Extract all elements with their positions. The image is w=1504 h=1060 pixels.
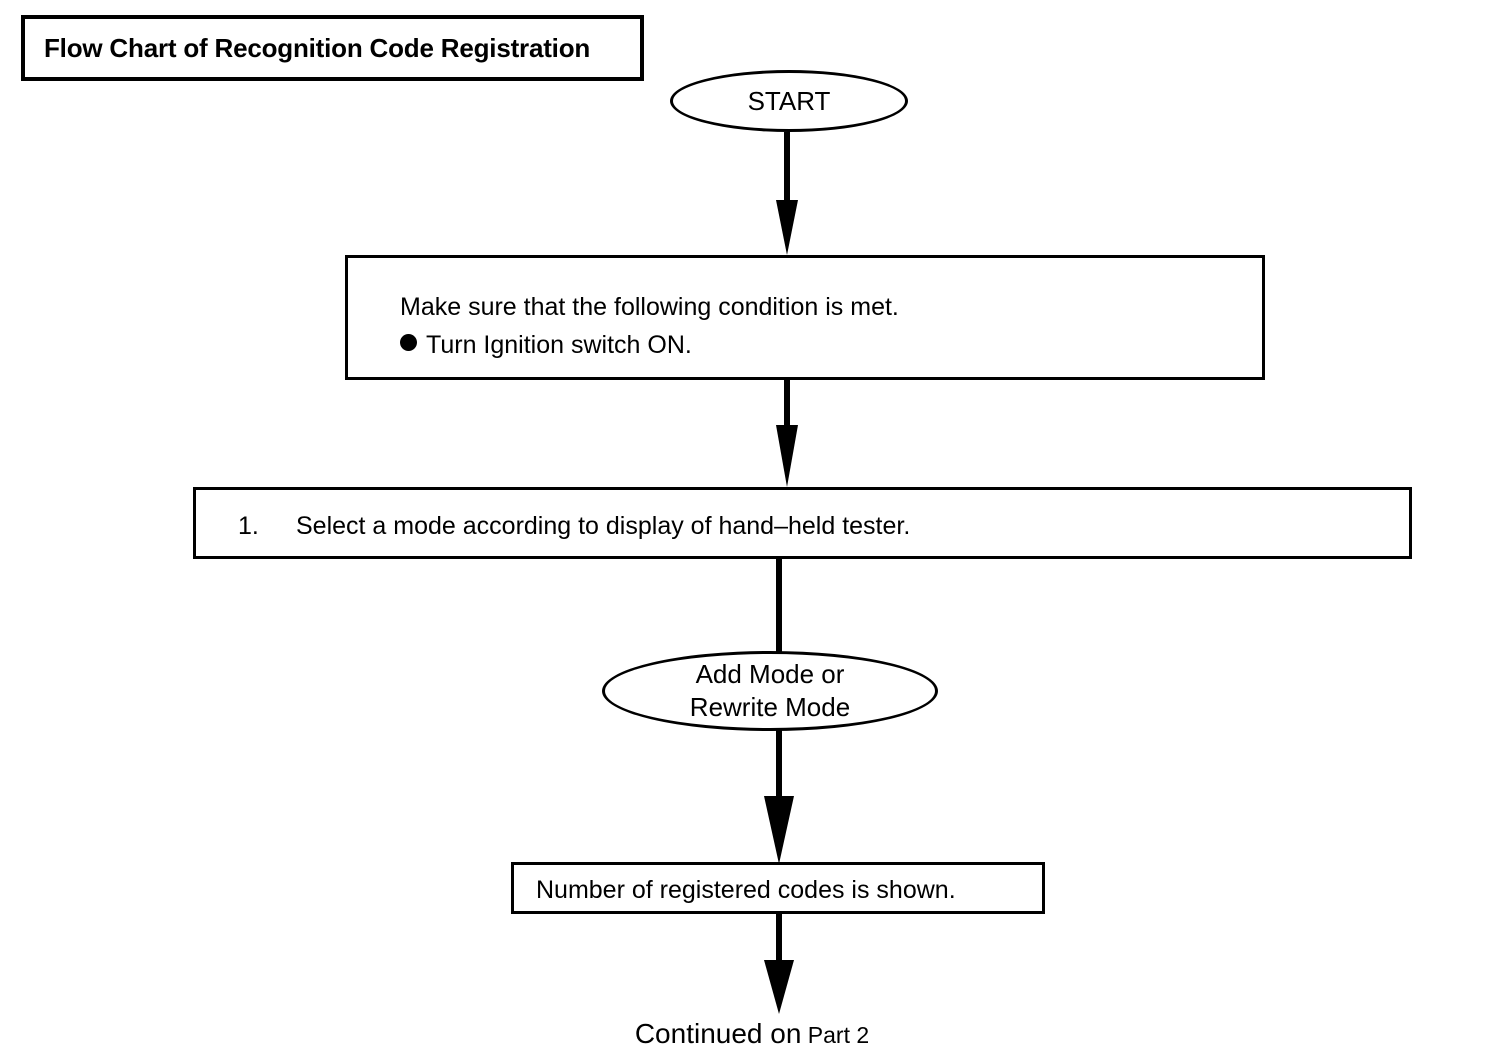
node-number-codes-text: Number of registered codes is shown. bbox=[536, 876, 956, 904]
continued-on-footer: Continued on Part 2 bbox=[0, 1018, 1504, 1050]
node-condition-line2: Turn Ignition switch ON. bbox=[426, 331, 692, 359]
node-select-mode-body: 1. Select a mode according to display of … bbox=[238, 507, 910, 545]
node-start: START bbox=[670, 70, 908, 132]
connector-select-mode-to-mode-choice bbox=[776, 559, 782, 654]
node-mode-choice-line2: Rewrite Mode bbox=[689, 692, 851, 722]
connector-number-codes-to-continued bbox=[764, 914, 794, 1014]
continued-part-label: Part 2 bbox=[801, 1022, 870, 1048]
arrowhead-icon bbox=[764, 796, 794, 867]
arrowhead-icon bbox=[764, 960, 794, 1017]
node-select-mode: 1. Select a mode according to display of … bbox=[193, 487, 1412, 559]
continued-label: Continued on bbox=[634, 1018, 802, 1049]
arrowhead-icon bbox=[776, 200, 798, 258]
node-condition-line1: Make sure that the following condition i… bbox=[400, 293, 899, 321]
connector-shaft bbox=[784, 380, 790, 425]
node-condition: Make sure that the following condition i… bbox=[345, 255, 1265, 380]
filled-circle-bullet-icon bbox=[400, 334, 417, 351]
node-mode-choice-line1: Add Mode or bbox=[695, 659, 845, 689]
node-number-codes: Number of registered codes is shown. bbox=[511, 862, 1045, 914]
node-select-mode-number: 1. bbox=[238, 512, 259, 540]
page-title: Flow Chart of Recognition Code Registrat… bbox=[44, 33, 591, 63]
connector-shaft bbox=[776, 914, 782, 960]
chart-title-box: Flow Chart of Recognition Code Registrat… bbox=[21, 15, 644, 81]
connector-condition-to-select-mode bbox=[776, 380, 798, 487]
connector-shaft bbox=[776, 559, 782, 654]
connector-shaft bbox=[784, 132, 790, 200]
node-condition-line2-row: Turn Ignition switch ON. bbox=[400, 326, 899, 364]
connector-start-to-condition bbox=[776, 132, 798, 255]
node-condition-body: Make sure that the following condition i… bbox=[400, 288, 899, 364]
connector-mode-choice-to-number-codes bbox=[764, 728, 794, 864]
node-mode-choice: Add Mode or Rewrite Mode bbox=[602, 651, 938, 731]
arrowhead-icon bbox=[776, 425, 798, 490]
node-start-label: START bbox=[747, 85, 831, 116]
node-select-mode-text: Select a mode according to display of ha… bbox=[296, 512, 911, 540]
connector-shaft bbox=[776, 728, 782, 796]
